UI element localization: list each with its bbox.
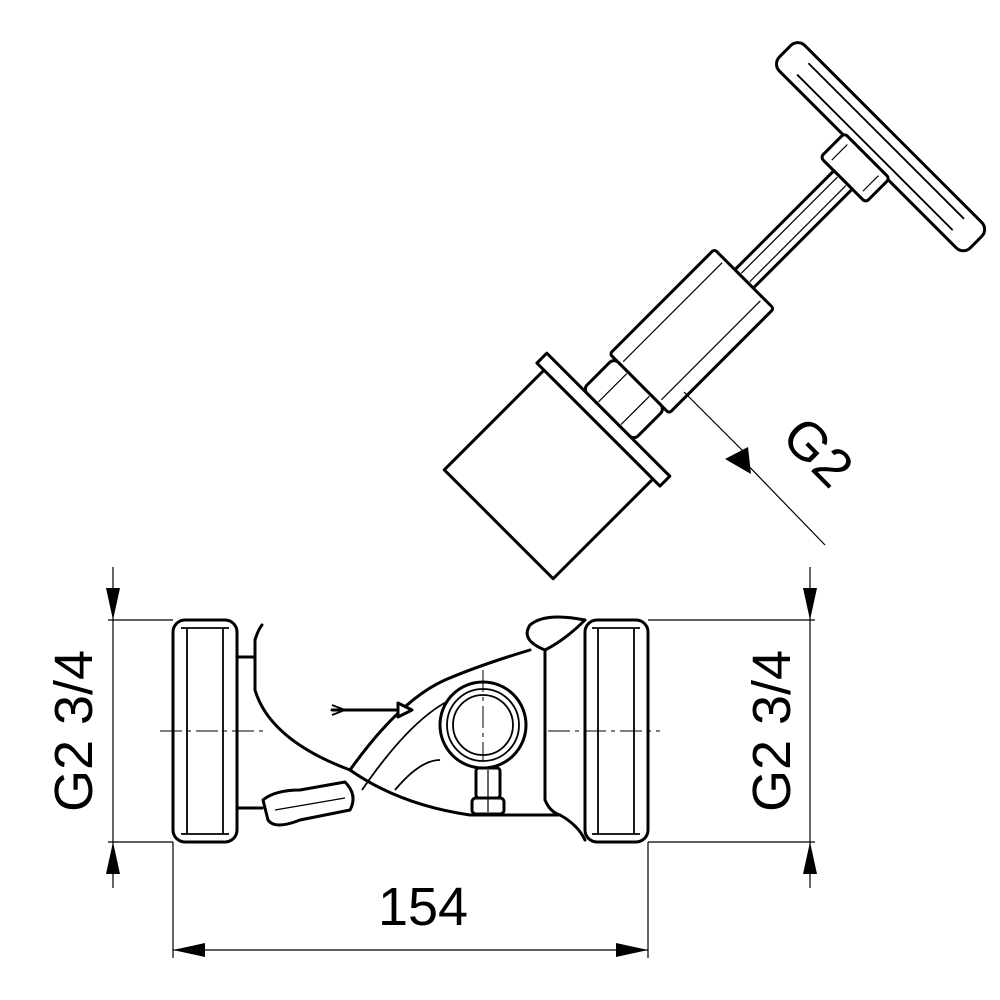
handwheel-assembly — [442, 41, 987, 581]
right-connection-label: G2 3/4 — [742, 650, 802, 812]
dimension-right-height: G2 3/4 — [648, 567, 817, 888]
body-outline — [253, 615, 587, 842]
body-neck — [442, 368, 655, 581]
left-connection-label: G2 3/4 — [44, 650, 104, 812]
stem-thread-label: G2 — [771, 406, 864, 499]
dimension-overall-length: 154 — [172, 842, 649, 958]
valve-body — [160, 615, 660, 844]
dimension-stem-thread: G2 — [683, 391, 864, 546]
dimension-left-height: G2 3/4 — [44, 567, 173, 888]
flow-direction-arrow-icon — [330, 701, 414, 719]
drain-lever — [261, 780, 355, 827]
overall-length-label: 154 — [378, 877, 468, 937]
spindle — [733, 169, 854, 290]
drain-nipple — [470, 766, 506, 816]
